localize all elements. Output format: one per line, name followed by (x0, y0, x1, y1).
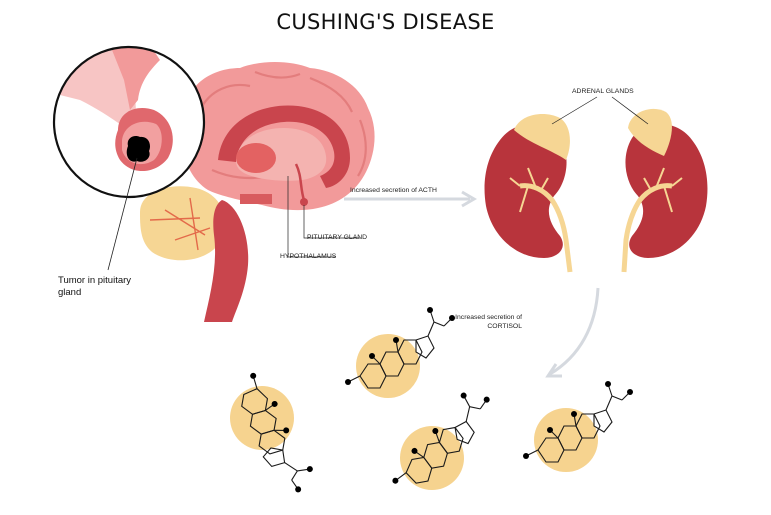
acth-label: Increased secretion of ACTH (350, 187, 437, 194)
adrenal-label: ADRENAL GLANDS (572, 88, 634, 95)
acth-arrow (344, 190, 477, 208)
cortisol-molecule-icon (378, 387, 505, 498)
tumor-label: Tumor in pituitary gland (58, 275, 132, 298)
cortisol-molecule-icon (344, 306, 456, 399)
cortisol-arrow (545, 287, 600, 378)
page-title: CUSHING'S DISEASE (276, 10, 495, 34)
cortisol-label-line1: Increased secretion of (455, 314, 522, 321)
cortisol-molecule-icon (522, 380, 634, 473)
pituitary-label: PITUITARY GLAND (307, 234, 368, 241)
cortisol-label-line2: CORTISOL (487, 323, 522, 330)
hypothalamus-label: HYPOTHALAMUS (280, 253, 337, 260)
kidney-right-icon (621, 108, 708, 273)
cortisol-molecule-icon (218, 369, 329, 495)
tumor-mark (126, 136, 150, 162)
kidney-left-icon (484, 114, 573, 273)
magnifier-circle (52, 45, 206, 199)
brain-illustration (140, 62, 375, 322)
